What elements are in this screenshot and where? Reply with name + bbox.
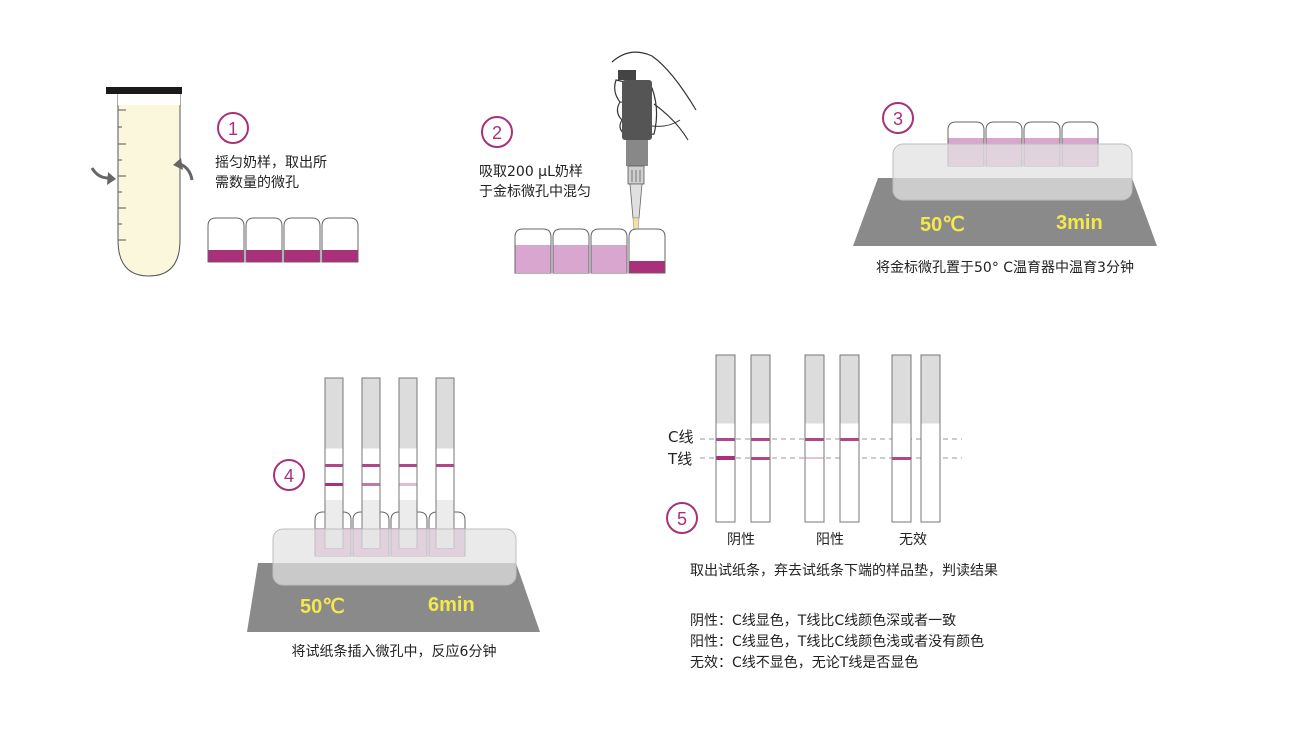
step1-text-line1: 摇匀奶样，取出所 xyxy=(215,155,327,171)
pipette-icon xyxy=(618,70,681,251)
negative-strip-1 xyxy=(715,354,736,523)
step2-text-line2: 于金标微孔中混匀 xyxy=(479,184,591,200)
c-line-label: C线 xyxy=(668,428,694,446)
step1-group: 1 xyxy=(90,87,359,277)
step3-incubator-block xyxy=(892,143,1133,201)
rotate-right-arrow-icon xyxy=(173,158,194,181)
t-line-label: T线 xyxy=(668,450,693,468)
step3-time: 3min xyxy=(1056,212,1103,234)
strip xyxy=(398,377,418,549)
sample-tube xyxy=(106,87,182,277)
step1-number: 1 xyxy=(228,119,238,139)
step2-wells xyxy=(514,228,666,274)
step4-badge xyxy=(273,459,305,491)
rule-negative: 阴性：C线显色，T线比C线颜色深或者一致 xyxy=(690,613,957,629)
step1-badge xyxy=(217,112,249,144)
step5-group: 5 xyxy=(666,354,962,534)
step3-temperature: 50℃ xyxy=(920,214,965,236)
step3-badge xyxy=(882,102,914,134)
step2-number: 2 xyxy=(492,123,502,143)
step4-incubator-block xyxy=(272,528,517,586)
step2-group: 2 xyxy=(481,51,697,274)
invalid-strip-1 xyxy=(891,354,912,523)
step1-wells xyxy=(207,217,359,263)
step2-text-line1: 吸取200 μL奶样 xyxy=(479,164,583,180)
negative-strip-2 xyxy=(750,354,771,523)
group-positive-label: 阳性 xyxy=(816,532,844,548)
step1-text-line2: 需数量的微孔 xyxy=(215,175,299,191)
step3-number: 3 xyxy=(893,109,903,129)
step5-badge xyxy=(666,502,698,534)
tube-graduations xyxy=(118,109,126,241)
step3-group: 3 xyxy=(853,102,1157,246)
step5-caption: 取出试纸条，弃去试纸条下端的样品垫，判读结果 xyxy=(690,563,998,579)
rule-invalid: 无效：C线不显色，无论T线是否显色 xyxy=(690,655,919,671)
step2-badge xyxy=(481,116,513,148)
invalid-strip-2 xyxy=(920,354,941,523)
tube-cap xyxy=(106,87,182,94)
result-strips xyxy=(715,354,941,523)
step4-caption: 将试纸条插入微孔中，反应6分钟 xyxy=(291,644,497,660)
strip xyxy=(435,377,455,549)
strip xyxy=(324,377,344,549)
step4-number: 4 xyxy=(284,466,294,486)
step4-temperature: 50℃ xyxy=(300,596,345,618)
group-negative-label: 阴性 xyxy=(727,532,755,548)
strip xyxy=(361,377,381,549)
step4-group: 4 xyxy=(247,377,540,632)
rotate-left-arrow-icon xyxy=(90,167,116,185)
positive-strip-2 xyxy=(839,354,860,523)
step4-time: 6min xyxy=(428,594,475,616)
rule-positive: 阳性：C线显色，T线比C线颜色浅或者没有颜色 xyxy=(690,634,985,650)
step3-caption: 将金标微孔置于50° C温育器中温育3分钟 xyxy=(876,260,1134,276)
step5-number: 5 xyxy=(677,509,687,529)
group-invalid-label: 无效 xyxy=(899,532,927,548)
positive-strip-1 xyxy=(804,354,825,523)
